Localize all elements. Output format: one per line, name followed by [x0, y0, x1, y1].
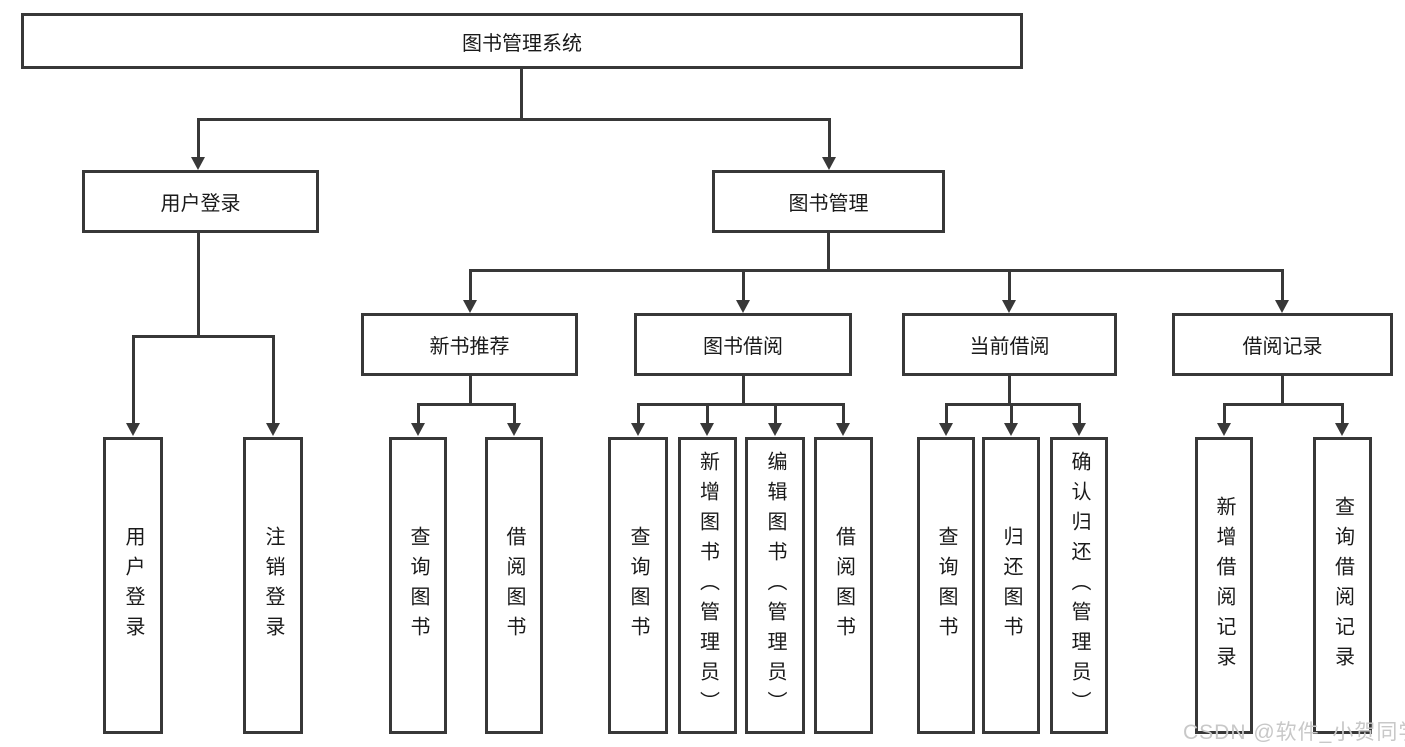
- connector-arrow: [700, 403, 714, 436]
- node-leaf-cb-confirm-return-admin: 确认归还（管理员）: [1050, 437, 1108, 734]
- connector-line: [417, 403, 516, 406]
- connector-arrow: [1217, 403, 1231, 436]
- node-leaf-bb-query-books: 查询图书: [608, 437, 668, 734]
- leaf-label: 借阅图书: [503, 525, 525, 646]
- node-leaf-br-add-borrow-record: 新增借阅记录: [1195, 437, 1253, 734]
- connector-arrow: [631, 403, 645, 436]
- leaf-label: 查询借阅记录: [1331, 495, 1354, 676]
- node-section-book-borrow: 图书借阅: [634, 313, 852, 376]
- connector-line: [197, 233, 200, 337]
- leaf-label: 编辑图书（管理员）: [764, 450, 786, 721]
- connector-arrow: [191, 118, 205, 170]
- leaf-label: 查询图书: [627, 525, 649, 646]
- watermark: CSDN @软件_小贺同学: [1183, 721, 1405, 744]
- connector-line: [827, 233, 830, 271]
- connector-line: [637, 403, 845, 406]
- connector-arrow: [411, 403, 425, 436]
- leaf-label: 用户登录: [122, 525, 144, 646]
- node-branch-user-login: 用户登录: [82, 170, 319, 233]
- connector-line: [1008, 376, 1011, 405]
- connector-line: [197, 118, 831, 121]
- connector-arrow: [1275, 269, 1289, 313]
- node-leaf-bb-borrow-books: 借阅图书: [814, 437, 873, 734]
- node-section-current-borrow: 当前借阅: [902, 313, 1117, 376]
- leaf-label: 查询图书: [407, 525, 429, 646]
- leaf-label: 注销登录: [262, 525, 284, 646]
- node-leaf-cb-return-books: 归还图书: [982, 437, 1040, 734]
- node-section-new-book-recommend: 新书推荐: [361, 313, 578, 376]
- connector-line: [1223, 403, 1344, 406]
- connector-arrow: [266, 335, 280, 436]
- leaf-label: 归还图书: [1000, 525, 1022, 646]
- leaf-label: 借阅图书: [832, 525, 855, 646]
- connector-arrow: [1335, 403, 1349, 436]
- node-section-borrow-records: 借阅记录: [1172, 313, 1393, 376]
- leaf-label: 确认归还（管理员）: [1068, 450, 1090, 721]
- node-leaf-nbr-borrow-books: 借阅图书: [485, 437, 543, 734]
- connector-arrow: [836, 403, 850, 436]
- leaf-label: 新增图书（管理员）: [696, 450, 719, 721]
- node-leaf-br-query-borrow-record: 查询借阅记录: [1313, 437, 1372, 734]
- connector-line: [132, 335, 275, 338]
- node-branch-book-management: 图书管理: [712, 170, 945, 233]
- node-leaf-logout: 注销登录: [243, 437, 303, 734]
- connector-arrow: [1072, 403, 1086, 436]
- node-leaf-cb-query-books: 查询图书: [917, 437, 975, 734]
- connector-line: [469, 269, 1284, 272]
- node-root: 图书管理系统: [21, 13, 1023, 69]
- connector-arrow: [1002, 269, 1016, 313]
- connector-arrow: [126, 335, 140, 436]
- connector-line: [945, 403, 1081, 406]
- leaf-label: 新增借阅记录: [1213, 495, 1235, 676]
- connector-arrow: [768, 403, 782, 436]
- node-leaf-user-login: 用户登录: [103, 437, 163, 734]
- connector-arrow: [507, 403, 521, 436]
- node-leaf-bb-add-books-admin: 新增图书（管理员）: [678, 437, 737, 734]
- connector-arrow: [1004, 403, 1018, 436]
- connector-line: [1281, 376, 1284, 405]
- leaf-label: 查询图书: [935, 525, 957, 646]
- connector-arrow: [463, 269, 477, 313]
- node-leaf-bb-edit-books-admin: 编辑图书（管理员）: [745, 437, 805, 734]
- connector-arrow: [736, 269, 750, 313]
- connector-arrow: [939, 403, 953, 436]
- connector-line: [742, 376, 745, 405]
- connector-line: [520, 69, 523, 118]
- connector-arrow: [822, 118, 836, 170]
- node-leaf-nbr-query-books: 查询图书: [389, 437, 447, 734]
- connector-line: [469, 376, 472, 405]
